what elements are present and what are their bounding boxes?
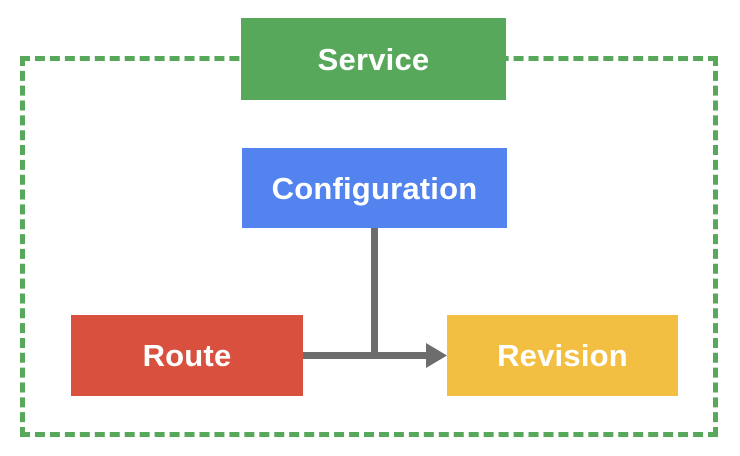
- node-configuration-label: Configuration: [271, 170, 478, 206]
- node-service-label: Service: [317, 41, 430, 77]
- node-revision[interactable]: Revision: [447, 315, 678, 396]
- node-revision-label: Revision: [497, 338, 628, 373]
- node-service[interactable]: Service: [241, 18, 506, 100]
- node-route[interactable]: Route: [71, 315, 303, 396]
- node-configuration[interactable]: Configuration: [242, 148, 507, 228]
- node-route-label: Route: [142, 338, 232, 373]
